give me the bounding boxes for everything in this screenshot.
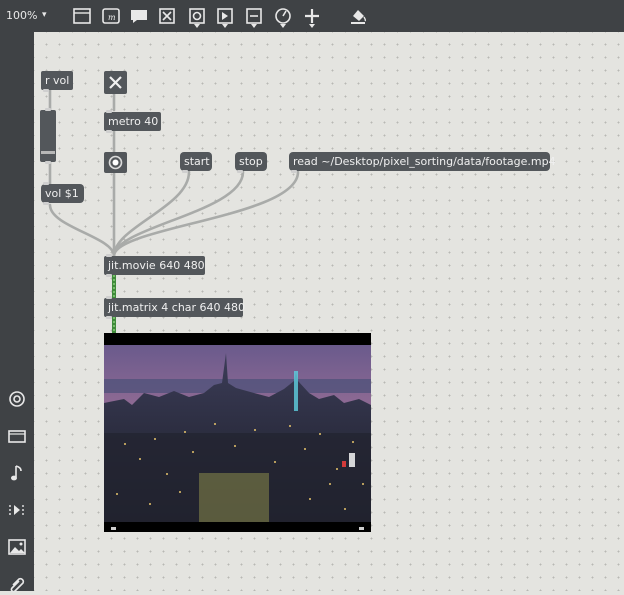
message-icon[interactable]: m bbox=[100, 5, 122, 27]
jit-matrix-label: jit.matrix 4 char 640 480 bbox=[108, 301, 246, 314]
dial-icon[interactable] bbox=[272, 5, 294, 27]
stop-label: stop bbox=[239, 155, 263, 168]
patchcords bbox=[48, 88, 300, 333]
slider-icon[interactable] bbox=[243, 5, 265, 27]
outlet[interactable] bbox=[106, 130, 112, 133]
vol-message-label: vol $1 bbox=[45, 187, 79, 200]
outlet[interactable] bbox=[237, 170, 243, 173]
image-icon[interactable] bbox=[6, 536, 28, 558]
city-skyline-video-frame bbox=[104, 333, 371, 532]
outlet[interactable] bbox=[43, 202, 49, 205]
r-vol-label: r vol bbox=[45, 74, 70, 87]
toggle-x-icon bbox=[109, 76, 122, 89]
paint-bucket-icon[interactable] bbox=[347, 5, 369, 27]
video-preview-window[interactable] bbox=[104, 333, 371, 532]
music-note-icon[interactable] bbox=[6, 462, 28, 484]
start-message[interactable]: start bbox=[180, 152, 212, 173]
svg-text:m: m bbox=[108, 13, 116, 22]
comment-icon[interactable] bbox=[128, 5, 150, 27]
toggle-icon[interactable] bbox=[156, 5, 178, 27]
inlet[interactable] bbox=[45, 108, 51, 111]
outlet[interactable] bbox=[291, 170, 297, 173]
vol-message[interactable]: vol $1 bbox=[41, 182, 84, 205]
inlet[interactable] bbox=[106, 254, 112, 257]
media-play-icon[interactable] bbox=[6, 499, 28, 521]
bang-circle-icon bbox=[108, 155, 123, 170]
outlet[interactable] bbox=[182, 170, 188, 173]
outlet[interactable] bbox=[45, 161, 51, 164]
inlet[interactable] bbox=[43, 182, 49, 185]
zoom-dropdown-icon[interactable]: ▾ bbox=[42, 10, 47, 20]
toggle[interactable] bbox=[104, 71, 127, 94]
stop-message[interactable]: stop bbox=[235, 152, 267, 173]
button-icon[interactable] bbox=[186, 5, 208, 27]
outlet[interactable] bbox=[43, 89, 49, 92]
read-label: read ~/Desktop/pixel_sorting/data/footag… bbox=[293, 155, 556, 168]
new-object-icon[interactable] bbox=[71, 5, 93, 27]
plus-icon[interactable] bbox=[301, 5, 323, 27]
read-message[interactable]: read ~/Desktop/pixel_sorting/data/footag… bbox=[289, 152, 556, 173]
jit-movie-object[interactable]: jit.movie 640 480 bbox=[104, 254, 205, 277]
paperclip-icon[interactable] bbox=[6, 573, 28, 595]
jit-matrix-object[interactable]: jit.matrix 4 char 640 480 bbox=[104, 296, 246, 319]
outlet[interactable] bbox=[106, 316, 112, 319]
slider-dropdown-icon[interactable] bbox=[251, 24, 257, 28]
toolbar: 100% ▾ m bbox=[0, 0, 624, 32]
inlet[interactable] bbox=[106, 110, 112, 113]
start-label: start bbox=[184, 155, 210, 168]
inlet[interactable] bbox=[106, 296, 112, 299]
button-dropdown-icon[interactable] bbox=[194, 24, 200, 28]
patcher-canvas[interactable]: r vol vol $1 metro 40 start bbox=[34, 32, 624, 591]
left-sidebar bbox=[0, 32, 34, 593]
zoom-level[interactable]: 100% bbox=[6, 9, 38, 22]
slider-play-icon[interactable] bbox=[214, 5, 236, 27]
playback-dropdown-icon[interactable] bbox=[222, 24, 228, 28]
target-icon[interactable] bbox=[6, 388, 28, 410]
video-icon[interactable] bbox=[6, 425, 28, 447]
plus-dropdown-icon[interactable] bbox=[309, 24, 315, 28]
outlet[interactable] bbox=[106, 274, 112, 277]
volume-slider[interactable] bbox=[40, 108, 56, 164]
slider-knob[interactable] bbox=[41, 151, 55, 154]
bang-button[interactable] bbox=[104, 152, 127, 173]
jit-movie-label: jit.movie 640 480 bbox=[108, 259, 205, 272]
dial-dropdown-icon[interactable] bbox=[280, 24, 286, 28]
r-vol-object[interactable]: r vol bbox=[41, 71, 73, 92]
metro-object[interactable]: metro 40 bbox=[104, 110, 161, 133]
metro-label: metro 40 bbox=[108, 115, 159, 128]
